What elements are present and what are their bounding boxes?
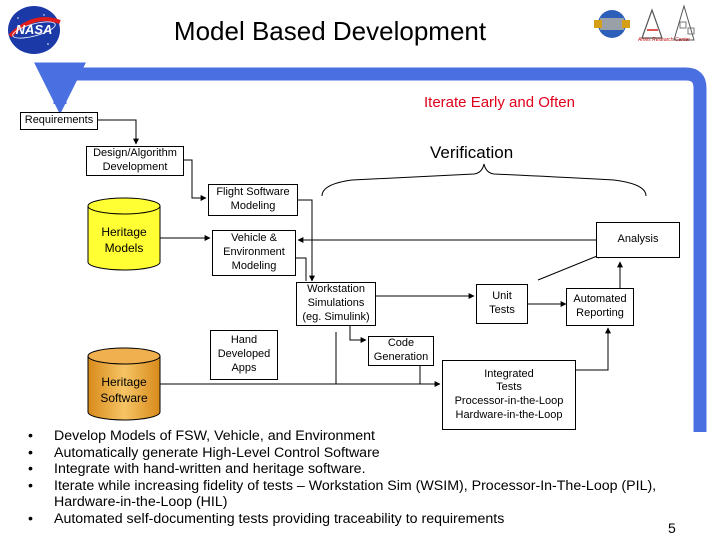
heritage-models-label: Heritage Models <box>88 224 160 256</box>
bullet-text: Develop Models of FSW, Vehicle, and Envi… <box>54 428 375 444</box>
code-generation-box: Code Generation <box>368 336 434 366</box>
nasa-logo: NASA <box>8 6 61 54</box>
vehicle-env-line2: Environment <box>223 246 285 259</box>
workstation-line1: Workstation <box>307 283 365 296</box>
iterate-label: Iterate Early and Often <box>424 94 575 111</box>
bullet-dot: • <box>28 428 33 444</box>
integrated-line3: Processor-in-the-Loop <box>454 395 564 407</box>
automated-reporting-box: Automated Reporting <box>566 288 634 326</box>
integrated-line1: Integrated <box>484 367 534 380</box>
heritage-software-line1: Heritage <box>101 375 147 389</box>
heritage-software-cylinder <box>87 347 161 421</box>
vehicle-env-line1: Vehicle & <box>231 232 277 245</box>
bullet-text: Automated self-documenting tests providi… <box>54 510 505 527</box>
hand-dev-line3: Apps <box>231 361 257 374</box>
codegen-line2: Generation <box>373 351 429 363</box>
mission-patch-logo <box>592 4 716 62</box>
auto-report-line2: Reporting <box>576 307 624 319</box>
heritage-software-label: Heritage Software <box>88 374 160 406</box>
bullet-dot: • <box>28 444 33 461</box>
verification-label: Verification <box>430 143 514 162</box>
bullet-dot: • <box>28 461 33 477</box>
design-dev-box: Design/Algorithm Development <box>86 146 184 176</box>
page-number: 5 <box>668 520 676 536</box>
design-dev-line1: Design/Algorithm <box>93 147 177 160</box>
hand-dev-line2: Developed <box>217 348 271 361</box>
bullet-text: Integrate with hand-written and heritage… <box>54 461 366 477</box>
bullet-item: • Integrate with hand-written and heritag… <box>20 461 710 478</box>
vehicle-env-line3: Modeling <box>231 259 277 272</box>
workstation-sim-box: Workstation Simulations (eg. Simulink) <box>296 282 376 326</box>
verification-brace <box>321 163 647 197</box>
hand-dev-line1: Hand <box>230 334 258 347</box>
unit-tests-line2: Tests <box>489 304 515 316</box>
workstation-line3: (eg. Simulink) <box>302 310 370 323</box>
bullet-item: • Develop Models of FSW, Vehicle, and Env… <box>20 428 710 445</box>
analysis-label: Analysis <box>617 233 659 246</box>
bullet-text: Iterate while increasing fidelity of tes… <box>54 477 657 511</box>
design-dev-line2: Development <box>102 161 168 173</box>
bullet-dot: • <box>28 477 33 494</box>
bullet-list: • Develop Models of FSW, Vehicle, and Env… <box>20 428 710 527</box>
heritage-software-line2: Software <box>100 391 148 406</box>
slide-title: Model Based Development <box>173 16 487 46</box>
unit-tests-box: Unit Tests <box>476 284 528 324</box>
iterate-loop-arrow <box>34 62 707 432</box>
auto-report-line1: Automated <box>573 293 627 306</box>
heritage-models-line1: Heritage <box>101 225 147 239</box>
flight-sw-modeling-box: Flight Software Modeling <box>208 184 298 216</box>
integrated-line2: Tests <box>496 381 522 394</box>
requirements-label: Requirements <box>24 114 94 127</box>
heritage-models-line2: Models <box>104 241 144 256</box>
bullet-text: Automatically generate High-Level Contro… <box>54 444 380 461</box>
bullet-item: • Iterate while increasing fidelity of te… <box>20 478 710 511</box>
workstation-line2: Simulations <box>307 297 365 310</box>
bullet-dot: • <box>28 510 33 527</box>
bullet-item: • Automatically generate High-Level Contr… <box>20 445 710 462</box>
requirements-box: Requirements <box>20 112 98 130</box>
bullet-item: • Automated self-documenting tests provid… <box>20 511 710 528</box>
analysis-box: Analysis <box>596 222 680 258</box>
mission-patch-caption: Ames Research Center <box>638 37 690 43</box>
flight-sw-line1: Flight Software <box>216 186 290 199</box>
unit-tests-line1: Unit <box>492 290 512 303</box>
flight-sw-line2: Modeling <box>230 200 276 212</box>
codegen-line1: Code <box>387 337 415 350</box>
hand-dev-apps-box: Hand Developed Apps <box>210 330 278 380</box>
integrated-tests-box: Integrated Tests Processor-in-the-Loop H… <box>442 360 576 430</box>
vehicle-env-box: Vehicle & Environment Modeling <box>212 230 296 276</box>
svg-text:NASA: NASA <box>16 22 53 37</box>
integrated-line4: Hardware-in-the-Loop <box>455 408 563 421</box>
heritage-models-cylinder <box>87 197 161 271</box>
